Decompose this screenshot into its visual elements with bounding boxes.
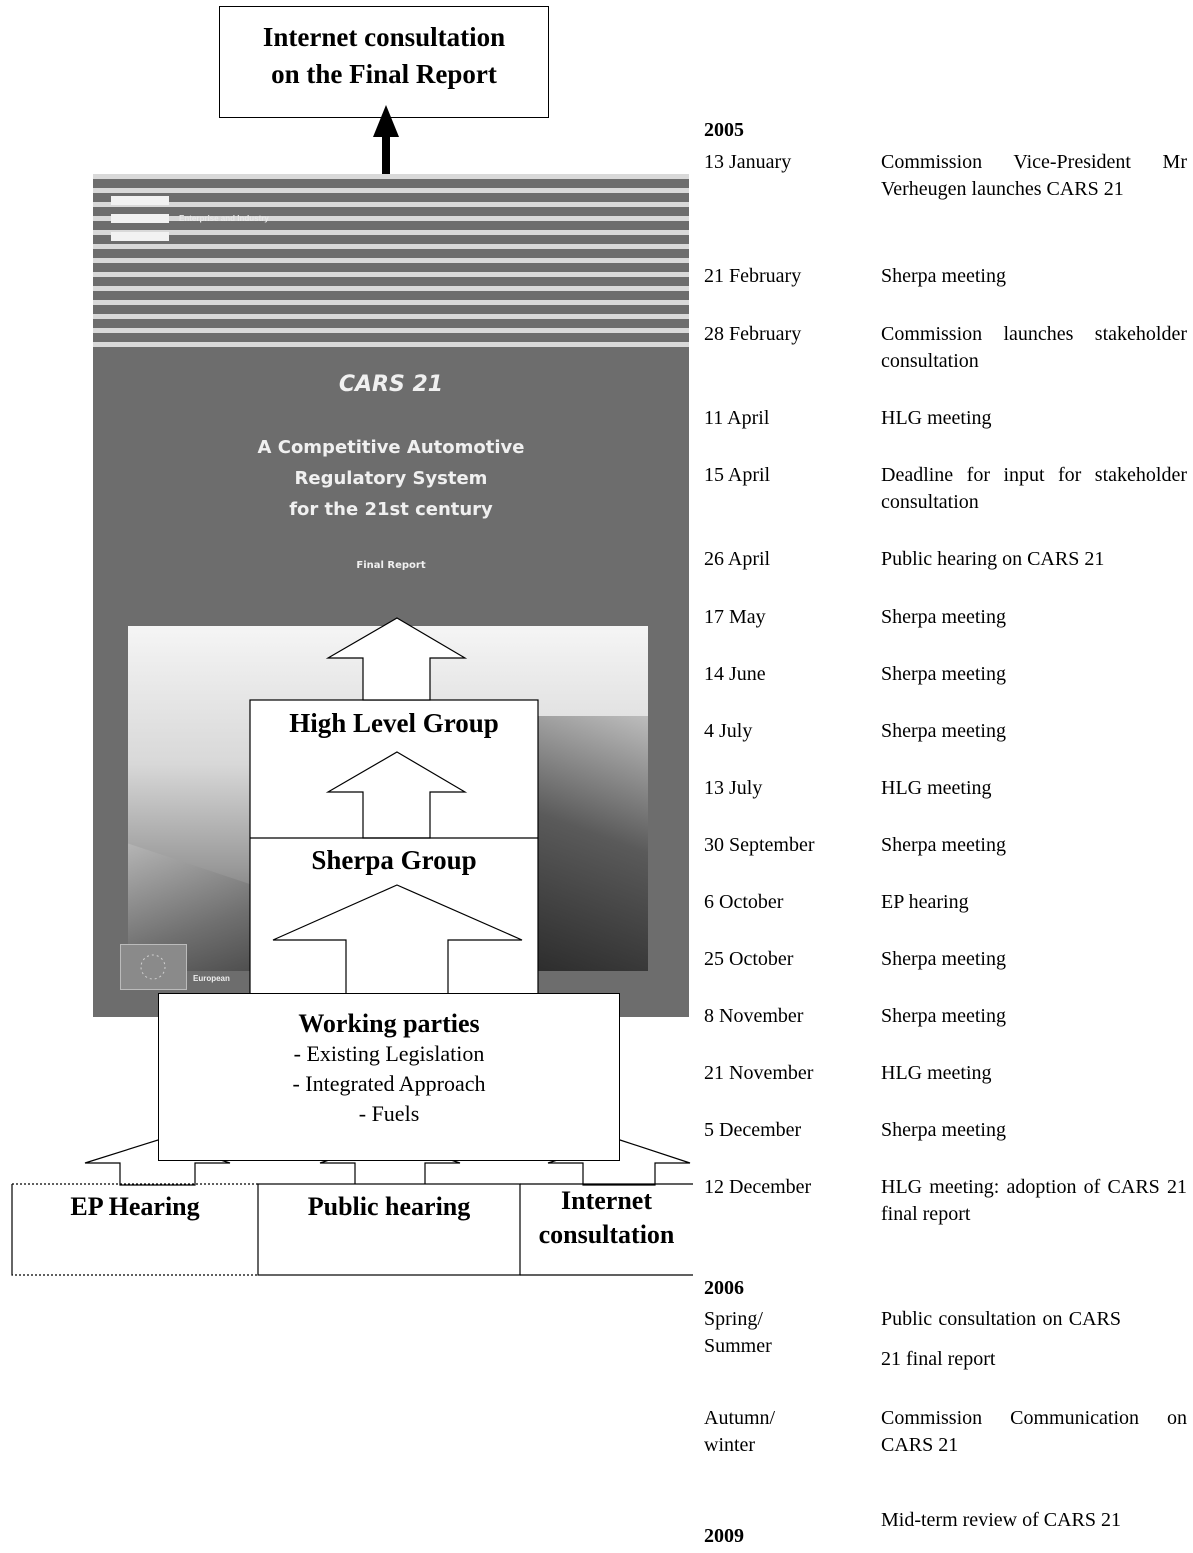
timeline-date: 26 April [704, 548, 771, 570]
timeline: 2005 13 January Commission Vice-Presiden… [704, 0, 1193, 1553]
internet-consultation-line-1: Internet [561, 1186, 652, 1215]
timeline-date: 13 January [704, 151, 792, 173]
timeline-event: Sherpa meeting [881, 265, 1006, 287]
cover-subtitle-2: Regulatory System [294, 468, 488, 489]
timeline-date: 15 April [704, 464, 771, 486]
process-diagram: Internet consultation on the Final Repor… [11, 6, 693, 1276]
cover-subtitle-1: A Competitive Automotive [257, 437, 525, 458]
timeline-date: Autumn/ winter [704, 1407, 776, 1456]
timeline-date: 14 June [704, 663, 766, 685]
timeline-event: Sherpa meeting [881, 663, 1006, 685]
timeline-date: Spring/ Summer [704, 1308, 772, 1357]
timeline-date: 13 July [704, 777, 763, 799]
timeline-date: 28 February [704, 323, 802, 345]
year-heading: 2005 [704, 119, 744, 141]
timeline-event: Sherpa meeting [881, 948, 1006, 970]
working-party-item: - Existing Legislation [293, 1041, 485, 1066]
eu-flag-icon [120, 944, 187, 990]
timeline-date: 17 May [704, 606, 766, 628]
working-parties-box: Working parties - Existing Legislation -… [158, 993, 620, 1161]
high-level-group-label: High Level Group [289, 708, 499, 738]
timeline-event: Sherpa meeting [881, 606, 1006, 628]
final-report-consultation-box: Internet consultation on the Final Repor… [219, 6, 549, 118]
final-report-consultation-line-1: Internet consultation [262, 22, 506, 52]
timeline-event: Public hearing on CARS 21 [881, 548, 1105, 570]
working-party-item: - Fuels [358, 1101, 420, 1126]
timeline-date: 8 November [704, 1005, 804, 1027]
timeline-date: 6 October [704, 891, 784, 913]
timeline-event: HLG meeting: adoption of CARS 21 final r… [881, 1176, 1187, 1225]
timeline-event: Public consultation on CARS 21 final rep… [881, 1308, 1121, 1370]
public-hearing-label: Public hearing [307, 1192, 471, 1221]
timeline-event: Mid-term review of CARS 21 [881, 1509, 1121, 1531]
final-report-consultation-line-2: on the Final Report [271, 59, 497, 89]
timeline-date: 5 December [704, 1119, 802, 1141]
timeline-date: 4 July [704, 720, 753, 742]
timeline-event: Sherpa meeting [881, 720, 1006, 742]
timeline-event: Sherpa meeting [881, 834, 1006, 856]
timeline-date: 25 October [704, 948, 794, 970]
timeline-event: Deadline for input for stakeholder consu… [881, 464, 1187, 513]
timeline-event: Sherpa meeting [881, 1005, 1006, 1027]
timeline-date: 21 November [704, 1062, 814, 1084]
working-parties-title: Working parties [298, 1009, 480, 1038]
cover-subtitle-3: for the 21st century [289, 499, 493, 520]
timeline-event: HLG meeting [881, 407, 992, 429]
ep-hearing-label: EP Hearing [70, 1192, 200, 1221]
timeline-event: Commission Communication on CARS 21 [881, 1407, 1187, 1456]
timeline-date: 12 December [704, 1176, 812, 1198]
timeline-event: EP hearing [881, 891, 969, 913]
timeline-event: Commission Vice-President Mr Verheugen l… [881, 151, 1187, 200]
working-party-item: - Integrated Approach [292, 1071, 486, 1096]
timeline-event: Sherpa meeting [881, 1119, 1006, 1141]
year-heading: 2009 [704, 1525, 744, 1547]
timeline-event: HLG meeting [881, 777, 992, 799]
cover-header: Enterprise and Industry [179, 214, 269, 223]
up-arrow-icon [373, 105, 399, 185]
internet-consultation-line-2: consultation [538, 1220, 675, 1249]
timeline-date: 21 February [704, 265, 802, 287]
cover-title: CARS 21 [338, 372, 444, 397]
timeline-event: Commission launches stakeholder consulta… [881, 323, 1187, 372]
timeline-date: 11 April [704, 407, 770, 429]
cover-report-label: Final Report [356, 560, 426, 571]
timeline-event: HLG meeting [881, 1062, 992, 1084]
cover-footer: European [193, 974, 230, 983]
diagram-arrows [11, 617, 693, 1276]
timeline-date: 30 September [704, 834, 815, 856]
internet-consultation-label: Internet consultation [520, 1184, 693, 1252]
sherpa-group-label: Sherpa Group [311, 845, 477, 875]
year-heading: 2006 [704, 1277, 744, 1299]
